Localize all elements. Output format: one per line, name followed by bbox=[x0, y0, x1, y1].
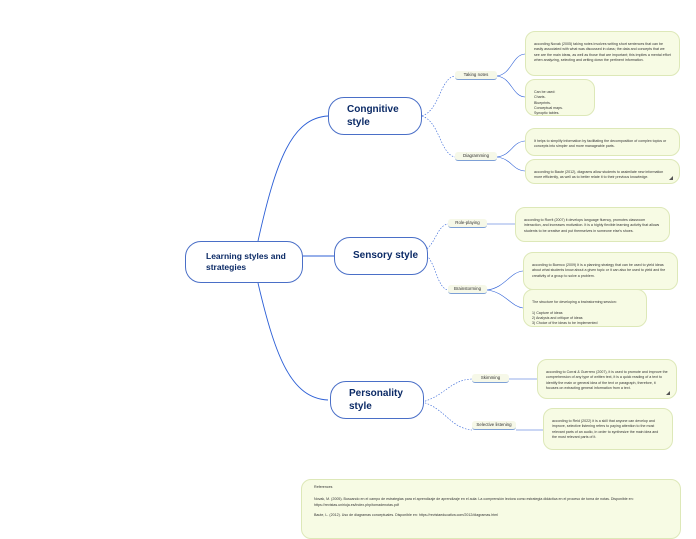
connector-personality-selective bbox=[421, 401, 473, 431]
connector-takingnotes-note1 bbox=[496, 53, 526, 77]
note-skimming[interactable]: according to Corral & Guerrero (2007), i… bbox=[537, 359, 677, 399]
branch-node-label: Congnitive style bbox=[347, 103, 399, 129]
subtopic-label: Selective listening bbox=[476, 422, 512, 427]
expand-corner-icon[interactable] bbox=[666, 391, 670, 395]
subtopic-label: Skimming bbox=[480, 375, 501, 380]
expand-corner-icon[interactable] bbox=[669, 176, 673, 180]
references-panel[interactable]: References Novak, M. (2005). Buscando en… bbox=[301, 479, 681, 539]
note-taking-notes-tools[interactable]: Can be used: Charts. Blueprints. Concept… bbox=[525, 79, 595, 116]
subtopic-label: Diagramming bbox=[462, 153, 490, 158]
subtopic-role-playing[interactable]: Role-playing bbox=[448, 219, 487, 228]
note-text: according to Rorrit (2007) it develops l… bbox=[524, 218, 660, 233]
mind-map-connectors bbox=[257, 53, 543, 431]
note-role-playing[interactable]: according to Rorrit (2007) it develops l… bbox=[515, 207, 670, 242]
connector-personality-skimming bbox=[421, 378, 473, 403]
connector-brainstorming-note2 bbox=[486, 289, 524, 309]
note-text: according to Corral & Guerrero (2007), i… bbox=[546, 370, 668, 390]
branch-node-personality-style[interactable]: Personality style bbox=[330, 381, 424, 419]
branch-node-sensory-style[interactable]: Sensory style bbox=[334, 237, 428, 275]
connector-root-personality bbox=[257, 282, 329, 401]
note-text: according to Reid (2022) it is a skill t… bbox=[552, 419, 659, 439]
subtopic-skimming[interactable]: Skimming bbox=[472, 374, 509, 383]
branch-node-label: Sensory style bbox=[353, 250, 419, 262]
branch-node-label: Personality style bbox=[349, 387, 403, 413]
branch-node-cognitive-style[interactable]: Congnitive style bbox=[328, 97, 422, 135]
reference-item: Baute, L. (2012). Uso de diagramas conce… bbox=[314, 513, 498, 518]
connector-cognitive-takingnotes bbox=[421, 75, 456, 117]
reference-item: Novak, M. (2005). Buscando en el campo d… bbox=[314, 496, 634, 507]
connector-brainstorming-note1 bbox=[486, 270, 524, 291]
note-brainstorming-structure[interactable]: The structure for developing a brainstor… bbox=[523, 289, 647, 327]
references-title: References bbox=[314, 485, 333, 489]
note-text: according to Baute (2012), diagrams allo… bbox=[534, 170, 664, 180]
note-text: according Novak (2005) taking notes invo… bbox=[534, 42, 671, 62]
note-text: It helps to simplify information by faci… bbox=[534, 139, 667, 149]
note-selective-listening[interactable]: according to Reid (2022) it is a skill t… bbox=[543, 408, 673, 450]
note-diagramming-definition[interactable]: It helps to simplify information by faci… bbox=[525, 128, 680, 156]
subtopic-brainstorming[interactable]: Brainstorming bbox=[448, 285, 487, 294]
note-text: The structure for developing a brainstor… bbox=[532, 300, 617, 326]
connector-cognitive-diagramming bbox=[421, 115, 456, 158]
subtopic-label: Taking notes bbox=[463, 72, 489, 77]
root-node-label: Learning styles and strategies bbox=[206, 250, 286, 272]
subtopic-selective-listening[interactable]: Selective listening bbox=[472, 421, 516, 430]
connector-root-cognitive bbox=[257, 115, 329, 242]
subtopic-label: Brainstorming bbox=[453, 286, 482, 291]
subtopic-taking-notes[interactable]: Taking notes bbox=[455, 71, 497, 80]
subtopic-diagramming[interactable]: Diagramming bbox=[455, 152, 497, 161]
note-brainstorming-definition[interactable]: according to Buenco (2009) It is a plann… bbox=[523, 252, 678, 290]
connector-diagramming-note1 bbox=[496, 140, 526, 158]
note-text: according to Buenco (2009) It is a plann… bbox=[532, 263, 666, 278]
note-text: Can be used: Charts. Blueprints. Concept… bbox=[534, 90, 563, 116]
note-diagramming-baute[interactable]: according to Baute (2012), diagrams allo… bbox=[525, 159, 680, 184]
subtopic-label: Role-playing bbox=[455, 220, 480, 225]
connector-takingnotes-note2 bbox=[496, 75, 526, 98]
connector-diagramming-note2 bbox=[496, 156, 526, 172]
note-taking-notes-definition[interactable]: according Novak (2005) taking notes invo… bbox=[525, 31, 680, 76]
root-node-learning-styles[interactable]: Learning styles and strategies bbox=[185, 241, 303, 283]
